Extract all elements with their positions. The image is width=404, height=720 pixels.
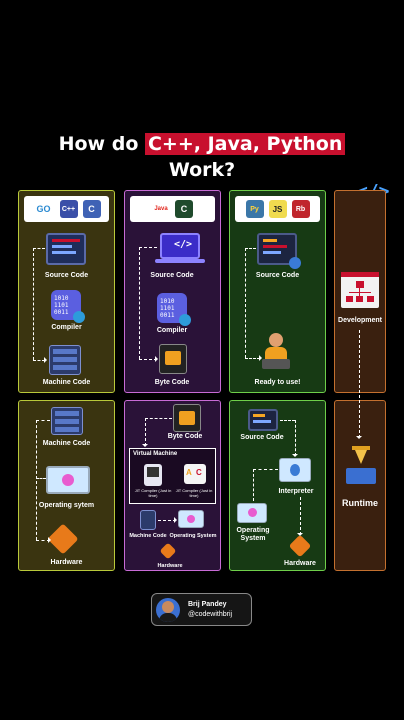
connector-line — [33, 360, 45, 361]
c-logo-icon: C — [82, 200, 101, 218]
person-laptop-icon — [262, 333, 290, 373]
label-runtime: Runtime — [342, 498, 378, 508]
connector-line — [33, 248, 34, 360]
connector-line — [145, 418, 146, 446]
connector-line — [245, 358, 260, 359]
label-byte-code-col2: Byte Code — [154, 379, 190, 386]
laptop-code-icon: </> — [160, 233, 200, 259]
label-compiler-col1: Compiler — [51, 324, 82, 331]
c-logo-icon: C — [175, 200, 193, 218]
label-source-code-row2-col3: Source Code — [240, 434, 284, 441]
connector-line — [300, 497, 301, 535]
label-operating-system-col1: Operating sytem — [38, 502, 95, 509]
ruby-logo-icon: Rb — [291, 200, 310, 218]
logos-col3: Py JS Rb — [235, 196, 320, 222]
label-jit-compiler-1: JIT Compiler (Just in time) — [134, 488, 172, 498]
connector-line — [36, 540, 50, 541]
go-logo-icon: GO — [36, 204, 51, 214]
arrow-right-icon — [155, 356, 161, 362]
vm-title: Virtual Machine — [133, 451, 178, 457]
laptop-base-icon — [155, 259, 205, 263]
ac-translate-icon: A C — [184, 464, 206, 484]
author-name: Brij Pandey — [188, 601, 227, 608]
connector-line — [359, 330, 360, 438]
hourglass-runtime-icon — [346, 446, 376, 490]
connector-line — [280, 420, 295, 421]
label-machine-code-col1: Machine Code — [42, 379, 91, 386]
jit-compiler-icon — [144, 464, 162, 486]
label-source-code-col3: Source Code — [255, 272, 300, 279]
monitor-settings-icon — [257, 233, 301, 269]
connector-line — [33, 248, 45, 249]
connector-line — [245, 248, 256, 249]
server-rack-icon — [51, 407, 83, 435]
title-line-2: Work? — [168, 159, 236, 181]
logos-col2: Java C — [130, 196, 215, 222]
connector-line — [245, 248, 246, 358]
label-hardware-col2: Hardware — [157, 563, 183, 569]
author-card[interactable]: Brij Pandey @codewithbrij — [151, 593, 252, 626]
connector-line — [145, 418, 172, 419]
operating-system-laptop-icon — [237, 503, 267, 523]
connector-line — [158, 520, 176, 521]
arrow-down-icon — [142, 444, 148, 450]
label-hardware-col1: Hardware — [50, 559, 83, 566]
author-handle: @codewithbrij — [188, 611, 233, 618]
label-jit-compiler-2: JIT Compiler (Just in time) — [175, 488, 213, 498]
byte-code-file-icon — [173, 404, 201, 432]
arrow-right-icon — [48, 537, 54, 543]
label-ready-to-use-col3: Ready to use! — [254, 379, 301, 386]
monitor-icon — [248, 409, 278, 431]
label-source-code-col1: Source Code — [44, 272, 89, 279]
arrow-down-icon — [297, 533, 303, 539]
python-logo-icon: Py — [245, 200, 264, 218]
label-byte-code-row2: Byte Code — [167, 433, 203, 440]
interpreter-laptop-icon — [279, 458, 311, 482]
connector-line — [139, 359, 157, 360]
operating-system-laptop-icon — [178, 510, 204, 528]
server-rack-icon — [49, 345, 81, 375]
avatar — [156, 598, 180, 622]
arrow-right-icon — [259, 355, 265, 361]
connector-line — [139, 247, 157, 248]
monitor-icon — [46, 233, 86, 265]
label-interpreter: Interpreter — [278, 488, 314, 495]
javascript-logo-icon: JS — [268, 200, 287, 218]
title-prefix: How do — [58, 133, 145, 155]
server-rack-icon — [140, 510, 156, 530]
label-machine-code-row2-col1: Machine Code — [42, 440, 91, 447]
connector-line — [139, 247, 140, 359]
cpp-logo-icon: C++ — [59, 200, 78, 218]
arrow-down-icon — [292, 454, 298, 460]
arrow-down-icon — [356, 436, 362, 442]
java-logo-icon: Java — [154, 206, 168, 212]
label-machine-code-row2-col2: Machine Code — [129, 533, 167, 539]
logos-col1: GO C++ C — [24, 196, 109, 222]
label-operating-system-col3: Operating System — [236, 527, 270, 542]
connector-line — [36, 420, 37, 540]
connector-line — [253, 469, 278, 470]
development-diagram-icon — [341, 272, 379, 308]
arrow-right-icon — [44, 357, 50, 363]
byte-code-file-icon — [159, 344, 187, 374]
label-compiler-col2: Compiler — [156, 327, 188, 334]
connector-line — [36, 420, 50, 421]
label-operating-system-col2: Operating System — [169, 533, 217, 539]
connector-line — [36, 478, 46, 479]
operating-system-laptop-icon — [46, 466, 90, 494]
connector-line — [253, 469, 254, 501]
arrow-right-icon — [174, 517, 180, 523]
label-hardware-col3: Hardware — [284, 560, 316, 567]
title-highlight: C++, Java, Python — [144, 133, 346, 155]
connector-line — [295, 420, 296, 456]
panel-runtime-col4 — [334, 400, 386, 571]
label-development: Development — [338, 317, 382, 324]
title-line-1: How do C++, Java, Python — [0, 132, 404, 156]
label-source-code-col2: Source Code — [150, 272, 194, 279]
